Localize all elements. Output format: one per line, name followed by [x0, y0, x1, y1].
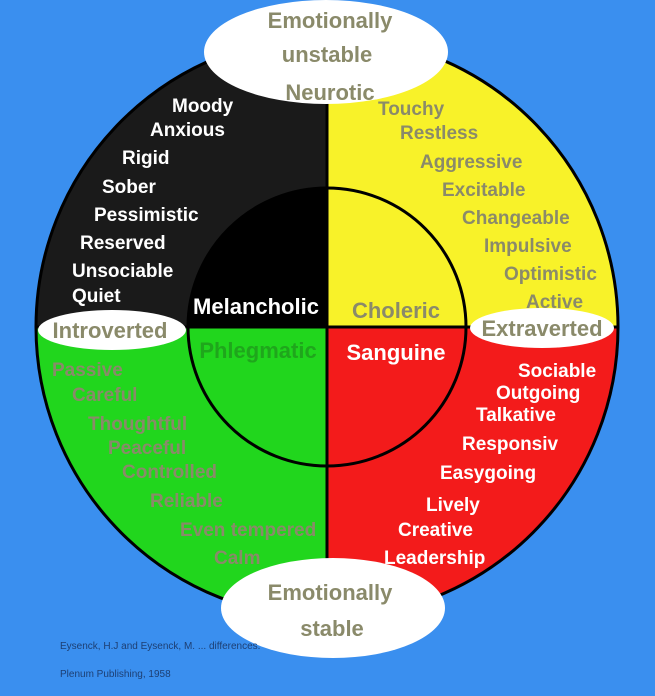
phlegmatic-trait-reliable: Reliable: [150, 491, 223, 512]
melancholic-traits: MoodyAnxiousRigidSoberPessimisticReserve…: [72, 96, 234, 307]
phlegmatic-label: Phlegmatic: [199, 338, 316, 363]
choleric-trait-excitable: Excitable: [442, 180, 525, 201]
citation-line-2: Plenum Publishing, 1958: [60, 669, 171, 680]
bottom-label-oval: [221, 558, 445, 658]
choleric-trait-touchy: Touchy: [378, 99, 445, 120]
sanguine-trait-creative: Creative: [398, 520, 473, 541]
melancholic-trait-moody: Moody: [172, 96, 234, 117]
melancholic-trait-anxious: Anxious: [150, 120, 225, 141]
choleric-trait-aggressive: Aggressive: [420, 152, 522, 173]
sanguine-traits: SociableOutgoingTalkativeResponsivEasygo…: [384, 361, 596, 569]
temperament-diagram: Emotionally unstable Neurotic Emotionall…: [34, 0, 620, 658]
inner-melancholic: [188, 188, 327, 327]
right-label-oval: [470, 308, 614, 348]
melancholic-trait-quiet: Quiet: [72, 286, 121, 307]
phlegmatic-trait-controlled: Controlled: [122, 462, 217, 483]
choleric-trait-active: Active: [526, 292, 583, 313]
phlegmatic-traits: PassiveCarefulThoughtfulPeacefulControll…: [52, 360, 316, 569]
sanguine-trait-sociable: Sociable: [518, 361, 596, 382]
bottom-axis-line-1: Emotionally: [268, 580, 393, 605]
sanguine-trait-leadership: Leadership: [384, 548, 485, 569]
top-label-oval: [204, 0, 448, 104]
melancholic-trait-pessimistic: Pessimistic: [94, 205, 199, 226]
sanguine-trait-outgoing: Outgoing: [496, 383, 580, 404]
inner-choleric: [327, 188, 466, 327]
phlegmatic-trait-peaceful: Peaceful: [108, 438, 186, 459]
choleric-trait-optimistic: Optimistic: [504, 264, 597, 285]
top-axis-line-2: unstable: [282, 42, 372, 67]
melancholic-label: Melancholic: [193, 294, 319, 319]
choleric-trait-impulsive: Impulsive: [484, 236, 572, 257]
right-axis-label: Extraverted: [481, 316, 602, 341]
choleric-label: Choleric: [352, 298, 440, 323]
left-axis-label: Introverted: [53, 318, 168, 343]
phlegmatic-trait-careful: Careful: [72, 385, 137, 406]
citation-line-1: Eysenck, H.J and Eysenck, M. ... differe…: [60, 641, 261, 652]
phlegmatic-trait-thoughtful: Thoughtful: [88, 414, 187, 435]
citation-footer: Eysenck, H.J and Eysenck, M. ... differe…: [60, 626, 530, 696]
top-axis-line-3: Neurotic: [285, 80, 374, 105]
sanguine-trait-talkative: Talkative: [476, 405, 556, 426]
inner-phlegmatic: [188, 327, 327, 466]
sanguine-trait-responsiv: Responsiv: [462, 434, 559, 455]
melancholic-trait-unsociable: Unsociable: [72, 261, 173, 282]
sanguine-trait-lively: Lively: [426, 495, 480, 516]
melancholic-trait-sober: Sober: [102, 177, 156, 198]
melancholic-trait-rigid: Rigid: [122, 148, 170, 169]
inner-sanguine: [327, 327, 466, 466]
phlegmatic-trait-even-tempered: Even tempered: [180, 520, 316, 541]
phlegmatic-trait-calm: Calm: [214, 548, 260, 569]
sanguine-trait-easygoing: Easygoing: [440, 463, 536, 484]
top-axis-line-1: Emotionally: [268, 8, 393, 33]
phlegmatic-trait-passive: Passive: [52, 360, 123, 381]
bottom-axis-line-2: stable: [300, 616, 364, 641]
choleric-trait-changeable: Changeable: [462, 208, 570, 229]
left-label-oval: [38, 310, 186, 350]
sanguine-label: Sanguine: [346, 340, 445, 365]
choleric-trait-restless: Restless: [400, 123, 478, 144]
choleric-traits: TouchyRestlessAggressiveExcitableChangea…: [378, 99, 597, 313]
melancholic-trait-reserved: Reserved: [80, 233, 166, 254]
